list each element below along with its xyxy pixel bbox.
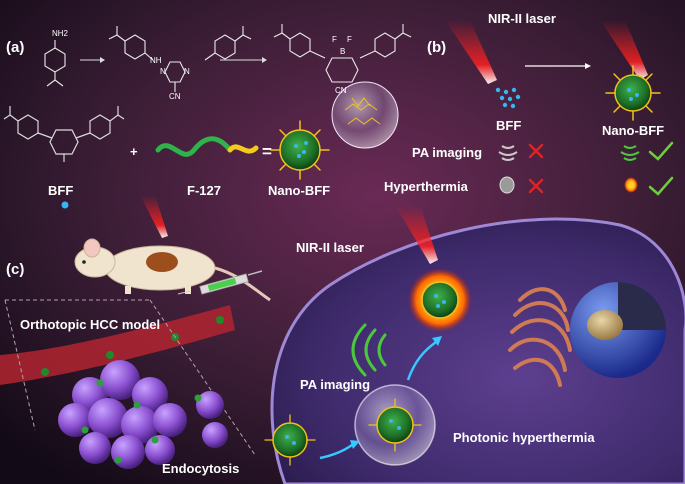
mol2-f2-label: F (347, 35, 352, 44)
bff-label-b: BFF (496, 118, 522, 133)
nano-zoom-bubble (331, 81, 399, 149)
mol1-n1-label: N (160, 67, 166, 76)
laser-beam-b-left (445, 20, 497, 84)
nano-bff-label-b: Nano-BFF (602, 123, 665, 138)
bff-product-structure (273, 24, 412, 83)
laser-beam-b-right (600, 20, 648, 80)
f127-polymer-green (155, 136, 233, 157)
panel-label-a: (a) (6, 39, 25, 56)
pa-check-icon (648, 141, 674, 161)
hyperthermia-label-b: Hyperthermia (384, 179, 468, 194)
nano-bff-particle-b (605, 65, 661, 121)
syringe-icon (177, 270, 263, 295)
reaction-arrow-2-head (262, 57, 267, 63)
endocytosis-label: Endocytosis (162, 461, 240, 476)
bff-dot-marker (61, 201, 69, 209)
pa-signal-arcs (351, 323, 387, 377)
laser-label-c: NIR-II laser (296, 240, 364, 255)
hyperthermia-check-icon (648, 176, 674, 196)
f127-label: F-127 (187, 183, 221, 198)
zoom-guide-lines (4, 299, 256, 456)
f127-polymer-yellow (227, 144, 259, 154)
endosome-bubble (354, 384, 436, 466)
reaction-arrow-1-head (100, 57, 105, 63)
laser-beam-mouse (140, 195, 168, 238)
mol1-n2-label: N (184, 67, 190, 76)
mol2-f1-label: F (332, 35, 337, 44)
golgi-apparatus (508, 287, 572, 387)
nh2-label: NH2 (52, 29, 69, 38)
panel-label-c: (c) (6, 261, 25, 278)
uptake-arrowhead (432, 336, 442, 346)
mol2-b-label: B (340, 47, 346, 56)
panel-b-arrowhead (585, 63, 591, 69)
pa-imaging-label-b: PA imaging (412, 145, 483, 160)
mouse-illustration (74, 238, 271, 302)
zoom-molecules (344, 97, 381, 125)
blood-vessel (0, 305, 235, 385)
tumor-cluster (58, 360, 228, 469)
mol1-cn-label: CN (169, 92, 181, 101)
hyperthermia-on-icon (624, 177, 638, 193)
endocytosis-arrow (319, 443, 353, 460)
bff-structure-large (3, 106, 125, 162)
bff-dots-b (495, 87, 521, 109)
laser-label-b: NIR-II laser (488, 11, 556, 26)
extracellular-nanoparticle (264, 414, 316, 466)
pa-cross-icon (528, 143, 544, 159)
laser-beam-cell (395, 205, 438, 264)
tumor-nanoparticles (81, 379, 202, 464)
endocytosis-arrowhead (350, 440, 360, 449)
pa-signal-icon-bff (498, 145, 518, 161)
hyperthermia-cross-icon (528, 178, 544, 194)
panel-label-b: (b) (427, 39, 447, 56)
pa-imaging-label-c: PA imaging (300, 377, 371, 392)
mol2-cn-label: CN (335, 86, 347, 95)
equals-sign: = (262, 142, 272, 161)
intermediate-structure (108, 26, 252, 92)
bff-label: BFF (48, 183, 74, 198)
aniline-structure (44, 40, 66, 87)
uptake-arrow (406, 340, 437, 381)
mol1-nh-label: NH (150, 56, 162, 65)
plus-sign: + (130, 144, 138, 159)
nano-bff-label-a: Nano-BFF (268, 183, 331, 198)
nano-bff-particle-a (270, 120, 330, 180)
burning-nanoparticle (408, 268, 472, 332)
nucleus (570, 282, 666, 378)
pa-signal-icon-nano (620, 145, 640, 161)
hyperthermia-off-icon (499, 176, 515, 194)
photonic-hyperthermia-label: Photonic hyperthermia (453, 430, 595, 445)
hcc-model-label: Orthotopic HCC model (20, 317, 161, 332)
